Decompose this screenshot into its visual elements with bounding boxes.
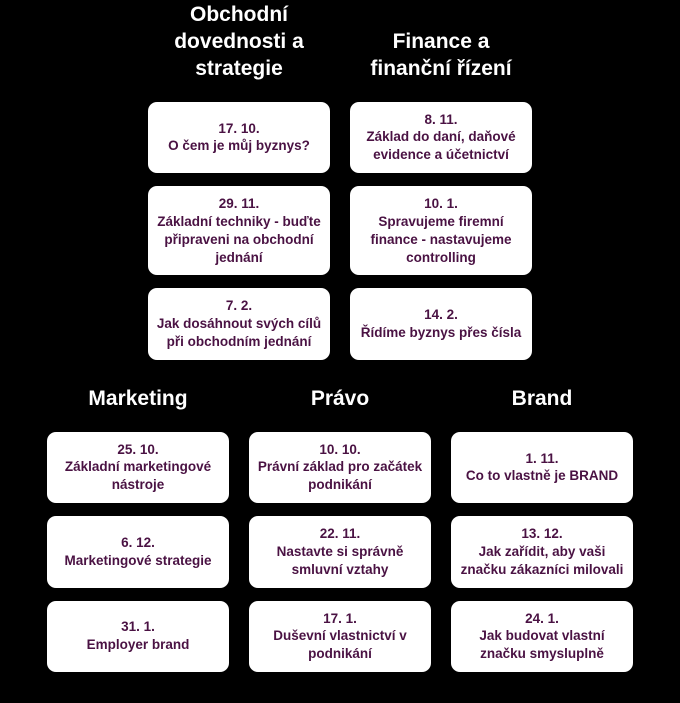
event-title: Employer brand (86, 637, 190, 653)
section-title-law: Právo (310, 386, 370, 410)
event-title: Co to vlastně je BRAND (465, 468, 619, 484)
event-title: Nastavte si správně smluvní vztahy (276, 543, 404, 577)
event-date: 10. 1. (424, 196, 458, 212)
event-title: Jak budovat vlastní značku smysluplně (479, 628, 605, 662)
event-date: 7. 2. (225, 298, 253, 314)
event-date: 13. 12. (521, 526, 563, 542)
event-card: 17. 1. Duševní vlastnictví v podnikání (249, 600, 431, 672)
event-date: 31. 1. (121, 619, 155, 635)
event-date: 6. 12. (121, 534, 155, 550)
event-date: 29. 11. (218, 196, 260, 212)
top-section: Obchodní dovednosti a strategie Finance … (0, 2, 680, 360)
event-date: 14. 2. (424, 307, 458, 323)
event-title: O čem je můj byznys? (168, 138, 310, 154)
event-date: 17. 10. (218, 120, 260, 136)
event-date: 17. 1. (323, 610, 357, 626)
event-date: 22. 11. (319, 526, 361, 542)
event-card: 10. 1. Spravujeme firemní finance - nast… (350, 186, 532, 276)
event-title: Marketingové strategie (64, 552, 212, 568)
event-title: Základní techniky - buďte připraveni na … (157, 213, 321, 265)
event-card: 10. 10. Právní základ pro začátek podnik… (249, 431, 431, 504)
event-date: 24. 1. (525, 610, 559, 626)
event-date: 1. 11. (525, 450, 559, 466)
section-title-brand: Brand (511, 386, 573, 410)
event-title: Jak dosáhnout svých cílů při obchodním j… (156, 316, 322, 349)
section-title-marketing: Marketing (88, 386, 188, 410)
event-date: 25. 10. (117, 441, 159, 457)
section-title-business: Obchodní dovednosti a strategie (174, 3, 304, 80)
event-title: Řídíme byznys přes čísla (360, 325, 522, 341)
event-card: 8. 11. Základ do daní, daňové evidence a… (350, 101, 532, 174)
event-title: Duševní vlastnictví v podnikání (273, 628, 407, 662)
event-date: 8. 11. (424, 111, 458, 127)
event-card: 25. 10. Základní marketingové nástroje (47, 431, 229, 504)
event-card: 24. 1. Jak budovat vlastní značku smyslu… (451, 600, 633, 672)
event-date: 10. 10. (319, 441, 361, 457)
section-title-finance: Finance a finanční řízení (370, 29, 512, 80)
event-title: Základní marketingové nástroje (64, 459, 212, 493)
event-card: 17. 10. O čem je můj byznys? (148, 101, 330, 174)
event-card: 29. 11. Základní techniky - buďte připra… (148, 186, 330, 276)
event-title: Základ do daní, daňové evidence a účetni… (366, 129, 516, 163)
event-card: 31. 1. Employer brand (47, 600, 229, 672)
event-card: 22. 11. Nastavte si správně smluvní vzta… (249, 516, 431, 588)
bottom-section: Marketing Právo Brand 25. 10. Základní m… (0, 386, 680, 672)
event-card: 6. 12. Marketingové strategie (47, 516, 229, 588)
event-card: 13. 12. Jak zařídit, aby vaši značku zák… (451, 516, 633, 588)
event-title: Spravujeme firemní finance - nastavujeme… (370, 213, 512, 265)
event-title: Jak zařídit, aby vaši značku zákazníci m… (460, 543, 624, 577)
event-title: Právní základ pro začátek podnikání (257, 459, 423, 493)
event-card: 1. 11. Co to vlastně je BRAND (451, 431, 633, 504)
event-card: 7. 2. Jak dosáhnout svých cílů při obcho… (148, 288, 330, 360)
event-card: 14. 2. Řídíme byznys přes čísla (350, 288, 532, 360)
